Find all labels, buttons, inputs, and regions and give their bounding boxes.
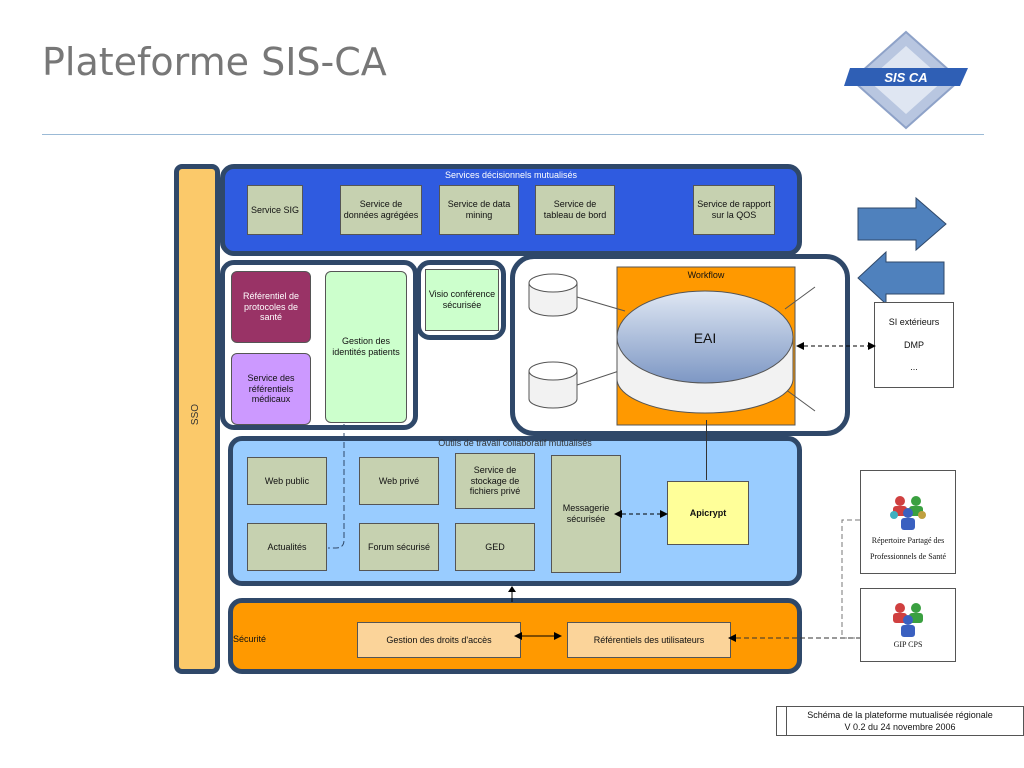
stockage-fichiers: Service de stockage de fichiers privé xyxy=(455,453,535,509)
people-icon xyxy=(890,496,926,530)
collab-caption: Outils de travail collaboratif mutualisé… xyxy=(438,438,592,448)
arrowhead-left-icon xyxy=(796,342,804,350)
people-icon xyxy=(893,603,923,638)
visio-conference: Visio conférence sécurisée xyxy=(425,269,499,331)
si-exterieurs-label: SI extérieurs xyxy=(888,316,940,327)
service-tableau-de-bord: Service de tableau de bord xyxy=(535,185,615,235)
arrowhead-right-icon xyxy=(660,510,668,518)
web-prive: Web privé xyxy=(359,457,439,505)
arrowhead-right-icon xyxy=(868,342,876,350)
database-bottom-side xyxy=(528,371,578,409)
footer-stamp: Schéma de la plateforme mutualisée régio… xyxy=(776,706,1024,736)
service-data-mining: Service de data mining xyxy=(439,185,519,235)
eai-apicrypt-link xyxy=(706,420,707,480)
rpps-dashed-link xyxy=(841,519,860,639)
eai-drawing: Workflow EAI xyxy=(528,266,816,426)
database-top-icon xyxy=(528,273,578,293)
eai-link-upper xyxy=(784,286,816,310)
visio-group: Visio conférence sécurisée xyxy=(416,260,506,340)
eai-label: EAI xyxy=(694,330,717,346)
database-bottom-icon xyxy=(528,361,578,381)
db-link-top xyxy=(576,296,626,312)
decisionnel-caption: Services décisionnels mutualisés xyxy=(444,170,578,180)
logo-band xyxy=(844,68,968,86)
dmp-label: DMP xyxy=(904,339,924,350)
gestion-identites-patients: Gestion des identités patients xyxy=(325,271,407,423)
gip-cps-box: GIP CPS xyxy=(860,588,956,662)
dashed-connector xyxy=(328,424,345,549)
securite-label: Sécurité xyxy=(233,634,267,644)
decisionnel-group: Services décisionnels mutualisés Service… xyxy=(220,164,802,256)
arrow-right-icon xyxy=(857,196,947,252)
footer-line2: V 0.2 du 24 novembre 2006 xyxy=(844,722,956,732)
logo: SIS CA xyxy=(844,30,968,130)
droits-ref-link xyxy=(514,632,562,640)
sso-bar: SSO xyxy=(174,164,220,674)
actualites: Actualités xyxy=(247,523,327,571)
external-refs-links xyxy=(728,519,860,642)
spiral-binding-icon xyxy=(777,707,787,735)
arrowhead-right-icon xyxy=(554,632,562,640)
messagerie-apicrypt-link xyxy=(614,510,668,518)
title-divider xyxy=(42,134,984,135)
referentiels-utilisateurs: Référentiels des utilisateurs xyxy=(567,622,731,658)
gestion-droits-acces: Gestion des droits d'accès xyxy=(357,622,521,658)
gip-cps-label: GIP CPS xyxy=(893,640,923,650)
arrowhead-left-icon xyxy=(728,634,736,642)
collab-group: Outils de travail collaboratif mutualisé… xyxy=(228,436,802,586)
forum-securise: Forum sécurisé xyxy=(359,523,439,571)
workflow-label: Workflow xyxy=(688,270,725,280)
service-donnees-agregees: Service de données agrégées xyxy=(340,185,422,235)
rpps-label: Répertoire Partagé des Professionnels de… xyxy=(870,536,946,561)
collab-securite-link xyxy=(508,586,516,602)
identites-actualites-link xyxy=(328,424,345,549)
referentiel-protocoles: Référentiel de protocoles de santé xyxy=(231,271,311,343)
messagerie-securisee: Messagerie sécurisée xyxy=(551,455,621,573)
footer-line1: Schéma de la plateforme mutualisée régio… xyxy=(807,710,993,720)
arrowhead-up-icon xyxy=(508,586,516,592)
referentiels-group: Référentiel de protocoles de santé Servi… xyxy=(220,260,418,430)
ged: GED xyxy=(455,523,535,571)
arrowhead-left-icon xyxy=(614,510,622,518)
eai-cylinder-top xyxy=(616,290,794,384)
service-rapport-qos: Service de rapport sur la QOS xyxy=(693,185,775,235)
service-sig: Service SIG xyxy=(247,185,303,235)
arrow-left-icon xyxy=(857,250,945,306)
exchange-arrows xyxy=(857,196,947,306)
ellipsis-label: ... xyxy=(910,362,918,373)
service-referentiels-medicaux: Service des référentiels médicaux xyxy=(231,353,311,425)
arrowhead-left-icon xyxy=(514,632,522,640)
sso-label: SSO xyxy=(190,403,202,426)
page-title: Plateforme SIS-CA xyxy=(42,40,387,84)
rpps-box: Répertoire Partagé des Professionnels de… xyxy=(860,470,956,574)
eai-link-lower xyxy=(784,388,816,412)
si-exterieurs-box: SI extérieurs DMP ... xyxy=(874,302,954,388)
eai-si-connector xyxy=(796,342,876,350)
eai-group: Workflow EAI xyxy=(510,254,850,436)
logo-text: SIS CA xyxy=(884,70,927,85)
web-public: Web public xyxy=(247,457,327,505)
apicrypt: Apicrypt xyxy=(667,481,749,545)
